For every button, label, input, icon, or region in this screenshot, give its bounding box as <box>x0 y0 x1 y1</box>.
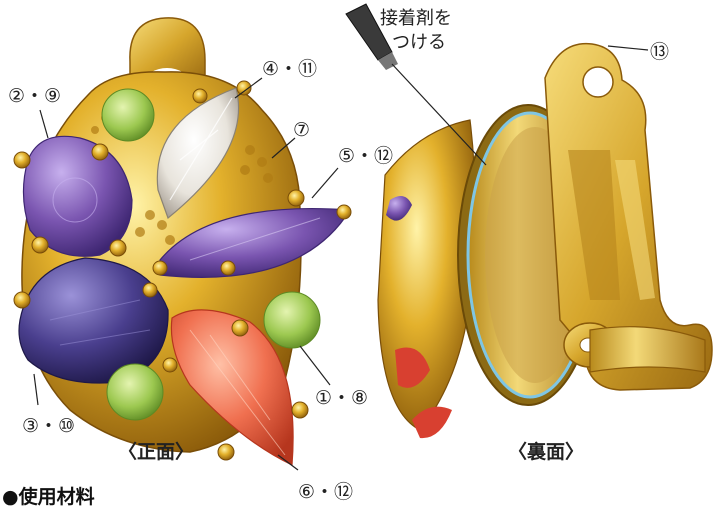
label-2-9: ②・⑨ <box>8 85 61 107</box>
caption-front: 〈正面〉 <box>118 440 194 463</box>
glue-leader-line <box>391 63 487 166</box>
label-1-8: ①・⑧ <box>315 387 368 409</box>
label-7: ⑦ <box>293 119 310 141</box>
glue-tube-icon <box>345 3 398 70</box>
label-4-11: ④・⑪ <box>262 58 317 80</box>
materials-heading: ●使用材料 <box>2 485 95 508</box>
label-6-12: ⑥・⑫ <box>298 481 353 503</box>
label-3-10: ③・⑩ <box>22 415 75 437</box>
glue-note-line1: 接着剤を <box>380 8 452 29</box>
caption-back: 〈裏面〉 <box>508 440 584 463</box>
glue-note-line2: つける <box>392 32 446 53</box>
leader-lines-front <box>33 77 339 471</box>
clip-leader-line <box>607 45 649 51</box>
label-5-12: ⑤・⑫ <box>338 145 393 167</box>
back-earring <box>377 42 713 439</box>
label-13: ⑬ <box>650 41 669 63</box>
front-earring <box>13 17 352 466</box>
